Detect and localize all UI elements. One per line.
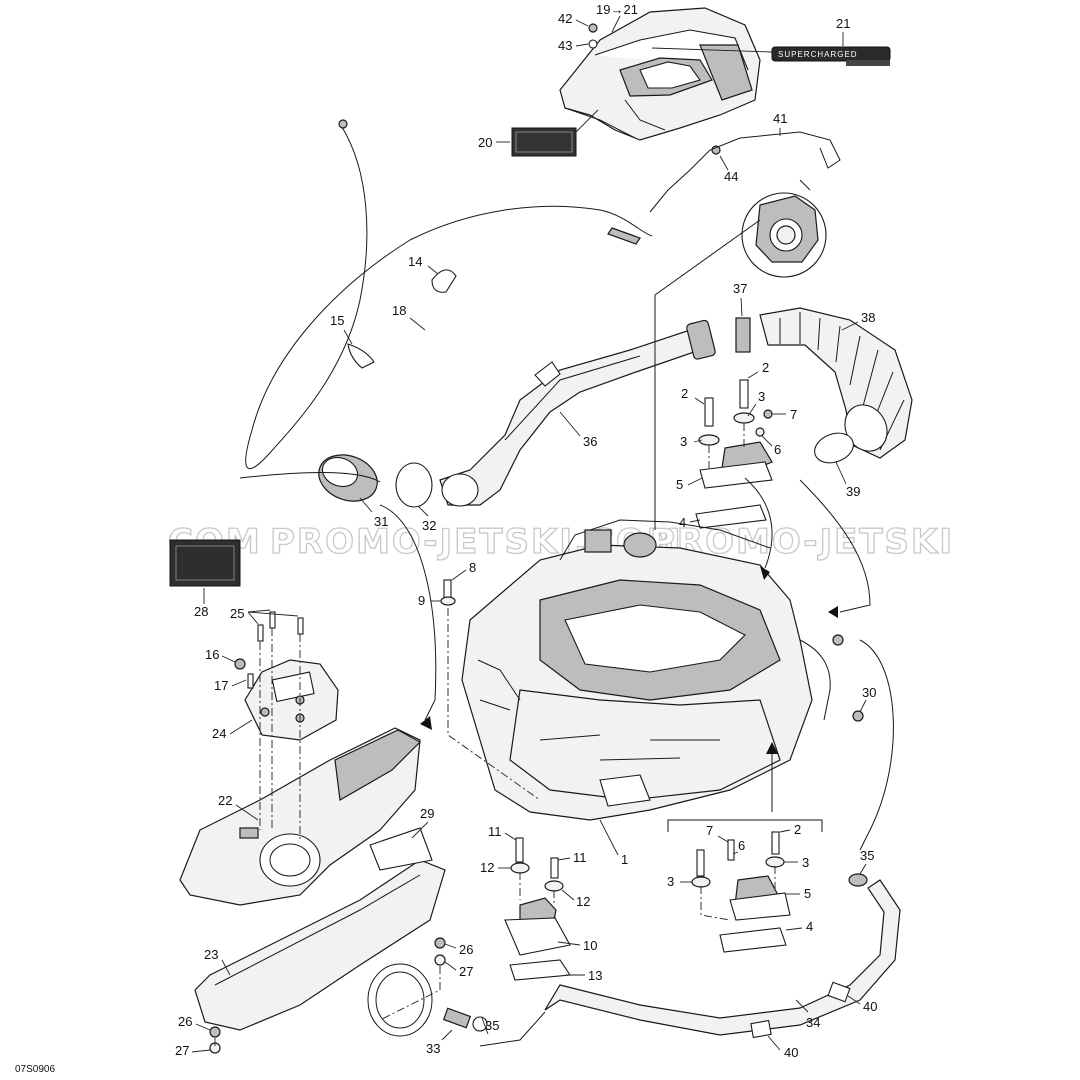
engine-block (461, 519, 844, 821)
callout-36: 36 (583, 434, 597, 449)
callout-6: 6 (774, 442, 781, 457)
engine-cover (559, 7, 761, 141)
supercharged-decal: SUPERCHARGED (771, 46, 891, 66)
callout-23: 23 (204, 947, 218, 962)
clip-14 (431, 269, 457, 293)
intake-hose (759, 307, 913, 459)
callout-44: 44 (724, 169, 738, 184)
callout-5: 5 (804, 886, 811, 901)
callout-16: 16 (205, 647, 219, 662)
throttle-body-detail (741, 179, 827, 278)
callout-26: 26 (459, 942, 473, 957)
warning-label-20 (511, 127, 577, 157)
nut-30 (852, 710, 864, 722)
callout-21: 21 (836, 16, 850, 31)
callout-4: 4 (806, 919, 813, 934)
callout-3: 3 (680, 434, 687, 449)
callout-12: 12 (576, 894, 590, 909)
callout-20: 20 (478, 135, 492, 150)
callout-3: 3 (758, 389, 765, 404)
callout-13: 13 (588, 968, 602, 983)
callout-28: 28 (194, 604, 208, 619)
callout-3: 3 (802, 855, 809, 870)
throttle-cable (245, 123, 653, 470)
mount-upper (695, 379, 773, 529)
diagram-code: 07S0906 (15, 1064, 55, 1075)
callout-12: 12 (480, 860, 494, 875)
callout-26: 26 (178, 1014, 192, 1029)
callout-35: 35 (860, 848, 874, 863)
callout-2: 2 (681, 386, 688, 401)
callout-37: 37 (733, 281, 747, 296)
callout-33: 33 (426, 1041, 440, 1056)
callout-2: 2 (794, 822, 801, 837)
cable-end (607, 227, 641, 245)
callout-40: 40 (863, 999, 877, 1014)
callout-4: 4 (679, 515, 686, 530)
callout-11: 11 (573, 850, 587, 865)
callout-32: 32 (422, 518, 436, 533)
harness-41 (649, 131, 841, 213)
callout-18: 18 (392, 303, 406, 318)
air-box (169, 539, 446, 1054)
callout-31: 31 (374, 514, 388, 529)
callout-2: 2 (762, 360, 769, 375)
flow-lines (239, 219, 894, 1047)
clamp-32 (395, 462, 433, 508)
callout-39: 39 (846, 484, 860, 499)
callout-24: 24 (212, 726, 226, 741)
callout-41: 41 (773, 111, 787, 126)
clip-15 (347, 343, 375, 369)
callout-34: 34 (806, 1015, 820, 1030)
callout-43: 43 (558, 38, 572, 53)
callout-27: 27 (459, 964, 473, 979)
coupler-37 (735, 317, 751, 353)
callout-11: 11 (488, 824, 502, 839)
callout-42: 42 (558, 11, 572, 26)
callout-6: 6 (738, 838, 745, 853)
callout-14: 14 (408, 254, 422, 269)
mount-front (504, 837, 571, 981)
callout-9: 9 (418, 593, 425, 608)
callout-27: 27 (175, 1043, 189, 1058)
decal-text: SUPERCHARGED (778, 50, 858, 59)
callout-25: 25 (230, 606, 244, 621)
alignment-lines (214, 423, 776, 1046)
callout-40: 40 (784, 1045, 798, 1060)
callout-8: 8 (469, 560, 476, 575)
callout-1: 1 (621, 852, 628, 867)
callout-30: 30 (862, 685, 876, 700)
bolt-8-9 (440, 579, 456, 606)
drain-hose (367, 873, 901, 1039)
callout-22: 22 (218, 793, 232, 808)
intake-tube (439, 319, 716, 507)
mount-rear (667, 819, 823, 953)
air-inlet-31 (318, 454, 378, 502)
callout-35: 35 (485, 1018, 499, 1033)
callout-15: 15 (330, 313, 344, 328)
clamp-39 (814, 432, 854, 464)
callout-29: 29 (420, 806, 434, 821)
callout-7: 7 (706, 823, 713, 838)
callouts: 1 2 2 2 3 3 3 3 4 4 5 5 6 6 7 7 8 9 (175, 2, 877, 1060)
callout-38: 38 (861, 310, 875, 325)
callout-10: 10 (583, 938, 597, 953)
callout-7: 7 (790, 407, 797, 422)
callout-17: 17 (214, 678, 228, 693)
callout-3: 3 (667, 874, 674, 889)
callout-19-21: 19→21 (596, 2, 638, 17)
callout-5: 5 (676, 477, 683, 492)
